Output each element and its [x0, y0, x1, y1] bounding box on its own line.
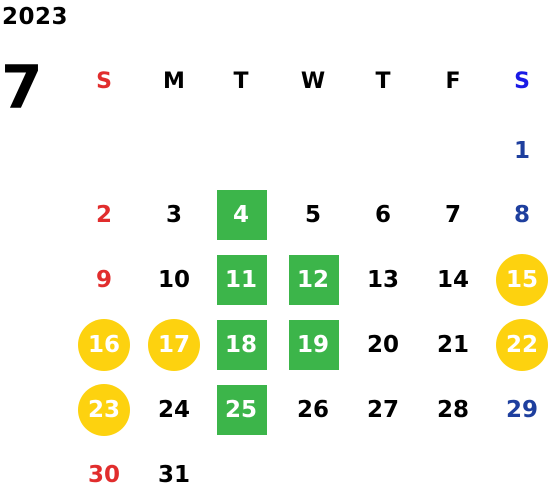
day-number: 12 [296, 267, 329, 293]
day-number: 16 [87, 332, 120, 358]
day-cell-17[interactable]: 17 [148, 319, 200, 371]
day-cell-10[interactable]: 10 [148, 254, 200, 306]
day-cell-14[interactable]: 14 [427, 254, 479, 306]
month-number: 7 [1, 53, 43, 123]
day-cell-28[interactable]: 28 [427, 384, 479, 436]
day-cell-1[interactable]: 1 [496, 125, 548, 177]
day-cell-25[interactable]: 25 [215, 384, 267, 436]
day-number: 9 [95, 267, 112, 293]
day-number: 13 [366, 267, 399, 293]
day-number: 20 [366, 332, 399, 358]
day-number: 27 [366, 397, 399, 423]
day-number: 24 [157, 397, 190, 423]
day-cell-22[interactable]: 22 [496, 319, 548, 371]
day-cell-23[interactable]: 23 [78, 384, 130, 436]
day-number: 6 [374, 202, 391, 228]
day-number: 3 [165, 202, 182, 228]
day-number: 30 [87, 462, 120, 488]
day-number: 25 [224, 397, 257, 423]
day-number: 22 [505, 332, 538, 358]
day-number: 8 [513, 202, 530, 228]
day-cell-9[interactable]: 9 [78, 254, 130, 306]
day-number: 11 [224, 267, 257, 293]
day-cell-18[interactable]: 18 [215, 319, 267, 371]
day-cell-19[interactable]: 19 [287, 319, 339, 371]
weekday-header-monday: M [163, 68, 185, 94]
day-cell-31[interactable]: 31 [148, 449, 200, 501]
day-cell-11[interactable]: 11 [215, 254, 267, 306]
day-number: 1 [513, 138, 530, 164]
weekday-header-sunday: S [96, 68, 112, 94]
day-number: 14 [436, 267, 469, 293]
day-number: 31 [157, 462, 190, 488]
day-cell-13[interactable]: 13 [357, 254, 409, 306]
day-cell-6[interactable]: 6 [357, 189, 409, 241]
day-cell-7[interactable]: 7 [427, 189, 479, 241]
day-cell-20[interactable]: 20 [357, 319, 409, 371]
day-number: 7 [444, 202, 461, 228]
day-cell-24[interactable]: 24 [148, 384, 200, 436]
day-number: 28 [436, 397, 469, 423]
weekday-header-saturday: S [514, 68, 530, 94]
day-number: 17 [157, 332, 190, 358]
day-cell-29[interactable]: 29 [496, 384, 548, 436]
day-number: 21 [436, 332, 469, 358]
day-cell-4[interactable]: 4 [215, 189, 267, 241]
day-number: 2 [95, 202, 112, 228]
day-cell-5[interactable]: 5 [287, 189, 339, 241]
day-cell-16[interactable]: 16 [78, 319, 130, 371]
day-cell-30[interactable]: 30 [78, 449, 130, 501]
weekday-header-wednesday: W [300, 68, 326, 94]
weekday-header-tuesday: T [233, 68, 249, 94]
day-number: 23 [87, 397, 120, 423]
day-cell-27[interactable]: 27 [357, 384, 409, 436]
weekday-header-friday: F [445, 68, 461, 94]
day-number: 4 [232, 202, 249, 228]
day-cell-15[interactable]: 15 [496, 254, 548, 306]
day-cell-26[interactable]: 26 [287, 384, 339, 436]
day-number: 10 [157, 267, 190, 293]
day-number: 29 [505, 397, 538, 423]
day-number: 26 [296, 397, 329, 423]
day-number: 18 [224, 332, 257, 358]
day-number: 5 [304, 202, 321, 228]
day-cell-12[interactable]: 12 [287, 254, 339, 306]
day-cell-21[interactable]: 21 [427, 319, 479, 371]
weekday-header-thursday: T [375, 68, 391, 94]
day-cell-8[interactable]: 8 [496, 189, 548, 241]
year-label: 2023 [2, 4, 69, 30]
day-cell-3[interactable]: 3 [148, 189, 200, 241]
day-number: 15 [505, 267, 538, 293]
day-cell-2[interactable]: 2 [78, 189, 130, 241]
day-number: 19 [296, 332, 329, 358]
